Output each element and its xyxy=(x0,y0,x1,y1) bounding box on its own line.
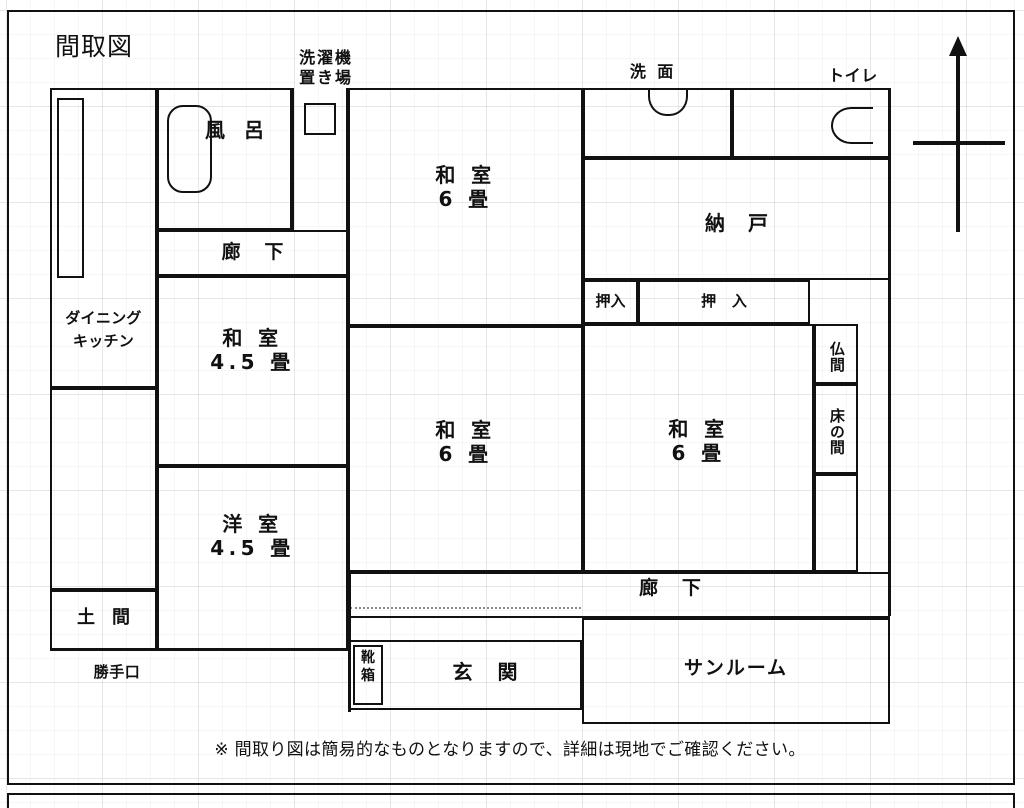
shoe-box-icon xyxy=(353,645,383,705)
exterior-wall-east xyxy=(888,88,891,616)
room-sunroom xyxy=(582,618,890,724)
exterior-wall-south-west xyxy=(50,648,350,651)
washer-place-label: 洗濯機 置き場 xyxy=(299,48,353,87)
room-alcove-lower xyxy=(814,474,858,572)
toilet-label: トイレ xyxy=(828,66,878,85)
room-label-corridor-north: 廊 下 xyxy=(221,241,292,263)
room-dining-kitchen xyxy=(50,88,157,388)
room-tokonoma xyxy=(814,384,858,474)
interior-wall-genkan-left xyxy=(348,572,351,712)
room-corridor-north xyxy=(157,230,348,276)
room-label-butsuma: 仏間 xyxy=(827,341,846,373)
entrance-sill-dotted-line xyxy=(350,607,581,609)
room-washitsu-6-north xyxy=(348,88,583,326)
room-label-tokonoma: 床の間 xyxy=(827,407,846,455)
kitchen-counter-icon xyxy=(57,98,84,278)
room-label-sunroom: サンルーム xyxy=(684,657,788,679)
room-oshiire-small xyxy=(583,280,638,324)
washbasin-label: 洗 面 xyxy=(629,62,677,81)
room-washitsu-6-mid xyxy=(348,326,583,572)
room-washitsu-4-5 xyxy=(157,276,348,466)
back-door-label: 勝手口 xyxy=(93,663,141,681)
room-washer-space xyxy=(292,88,348,230)
room-label-corridor-south: 廊 下 xyxy=(639,577,710,599)
room-label-oshiire-small: 押入 xyxy=(595,292,626,310)
toilet-icon xyxy=(831,107,873,144)
room-label-oshiire-large: 押 入 xyxy=(701,292,753,310)
north-arrow-icon xyxy=(905,28,1015,238)
room-butsuma xyxy=(814,324,858,384)
room-west-middle xyxy=(50,388,157,590)
sheet-border xyxy=(7,10,1015,785)
sheet-border-footer xyxy=(7,793,1015,808)
room-label-shoe-box: 靴箱 xyxy=(361,650,375,684)
room-label-bath: 風 呂 xyxy=(205,118,270,142)
page-title: 間取図 xyxy=(55,32,134,61)
room-washitsu-6-east xyxy=(583,324,814,572)
room-label-genkan: 玄 関 xyxy=(452,660,527,684)
bathtub-icon xyxy=(167,105,212,193)
room-label-dining-kitchen: ダイニング キッチン xyxy=(65,309,142,350)
washing-machine-icon xyxy=(304,103,336,135)
room-label-doma: 土 間 xyxy=(76,607,136,628)
washbasin-icon xyxy=(648,88,688,116)
room-bath xyxy=(157,88,292,230)
room-oshiire-large xyxy=(638,280,810,324)
disclaimer-note: ※ 間取り図は簡易的なものとなりますので、詳細は現地でご確認ください。 xyxy=(214,740,806,760)
room-label-nando: 納 戸 xyxy=(705,211,776,235)
